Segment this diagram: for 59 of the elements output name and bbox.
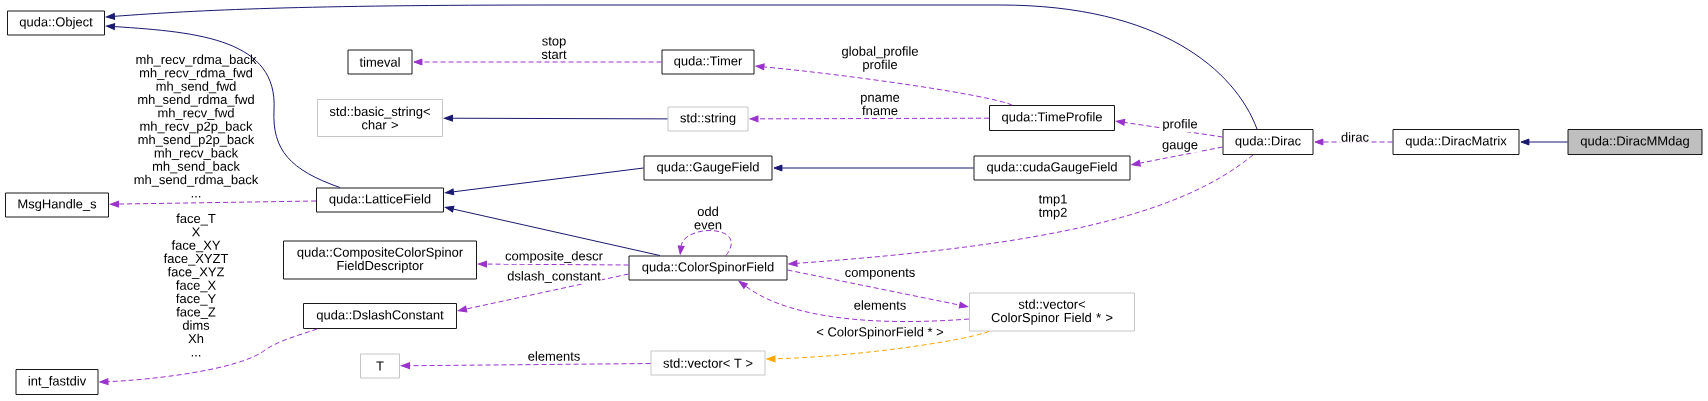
arrow <box>477 260 630 268</box>
edge-label: dslash_constant <box>506 270 602 284</box>
class-box: timeval <box>347 49 413 75</box>
class-box: quda::ColorSpinorField <box>628 255 788 281</box>
edge-label: dirac <box>1339 131 1371 143</box>
class-box: quda::DiracMMdag <box>1567 129 1703 155</box>
edge-label: composite_descr <box>504 249 604 265</box>
edge-label: face_T X face_XY face_XYZT face_XYZ face_X face_Y face_Z dims Xh ... <box>163 213 229 357</box>
arrow <box>755 63 1013 106</box>
edge-label: global_profile profile <box>842 46 918 72</box>
arrow <box>786 269 969 309</box>
arrow <box>1314 138 1394 146</box>
arrow <box>766 330 990 363</box>
arrow <box>1520 138 1569 146</box>
edge-label: odd even <box>694 206 722 230</box>
arrow <box>738 280 970 322</box>
edge-label: < ColorSpinorField * > <box>815 325 945 341</box>
edge-label: stop start <box>541 37 567 59</box>
arrow <box>400 362 652 370</box>
arrow <box>788 154 1254 267</box>
class-box: quda::LatticeField <box>316 187 444 213</box>
class-box: quda::DslashConstant <box>303 303 457 329</box>
arrow <box>443 114 669 122</box>
arrow <box>99 328 318 386</box>
edge-label: tmp1 tmp2 <box>1038 194 1067 220</box>
class-box: quda::CompositeColorSpinor FieldDescriptor <box>283 240 477 280</box>
edge-label: gauge <box>1161 141 1199 153</box>
class-box: T <box>360 353 400 379</box>
class-box: std::string <box>667 106 749 132</box>
arrow <box>1115 119 1224 138</box>
arrow <box>413 58 663 66</box>
class-box: quda::Dirac <box>1222 129 1314 155</box>
arrow <box>457 273 630 313</box>
class-box: std::basic_string< char > <box>317 99 443 137</box>
arrow <box>105 23 341 189</box>
arrow <box>749 115 990 123</box>
edge-label: mh_recv_rdma_back mh_recv_rdma_fwd mh_send_fwd mh_send_rdma_fwd mh_recv_fwd mh_recv_p2p_back mh_send_p2p_back mh_recv_back mh_send_back mh_send_rdma_back ... <box>134 54 259 198</box>
class-box: quda::cudaGaugeField <box>973 155 1131 181</box>
arrow <box>1131 146 1224 167</box>
arrow <box>677 230 732 257</box>
arrow <box>773 164 975 172</box>
class-box: quda::DiracMatrix <box>1392 129 1520 155</box>
class-box: int_fastdiv <box>15 369 99 395</box>
edge-label: elements <box>852 299 908 311</box>
arrow <box>109 200 317 208</box>
class-box: MsgHandle_s <box>5 192 109 218</box>
arrow <box>444 205 661 257</box>
class-box: std::vector< ColorSpinor Field * > <box>969 292 1135 332</box>
edge-label: elements <box>526 350 582 362</box>
class-box: quda::GaugeField <box>643 155 773 181</box>
edge-label: components <box>843 267 917 281</box>
class-box: quda::Timer <box>661 49 755 75</box>
class-box: quda::TimeProfile <box>989 105 1115 131</box>
class-box: quda::Object <box>7 10 105 36</box>
edge-label: pname fname <box>861 94 900 116</box>
class-box: std::vector< T > <box>650 350 766 376</box>
arrow <box>105 4 1258 130</box>
arrow <box>444 167 645 196</box>
edge-label: profile <box>1161 117 1199 133</box>
